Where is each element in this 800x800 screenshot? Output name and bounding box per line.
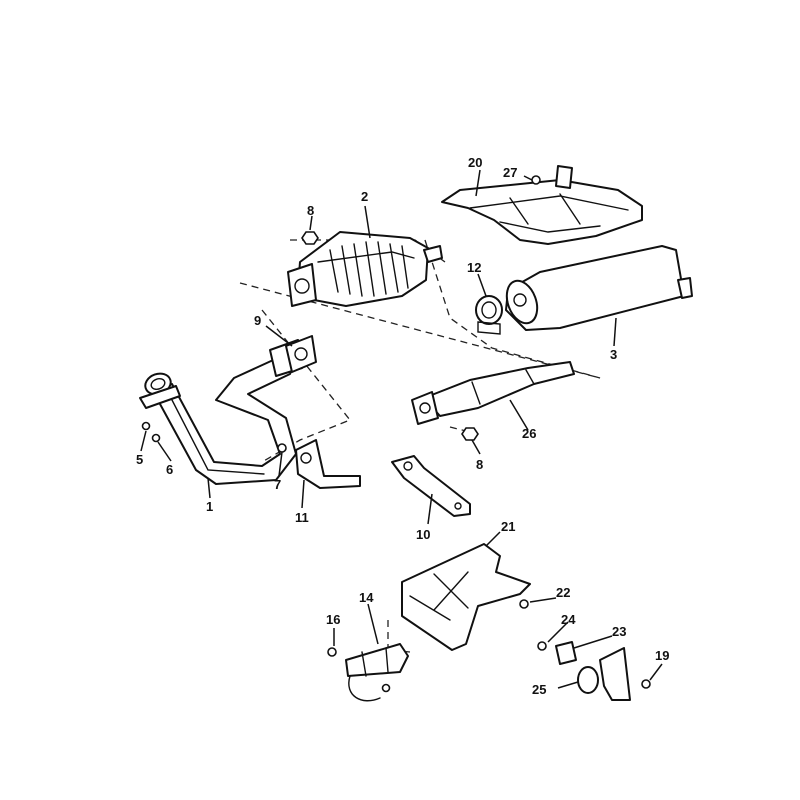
part-10-hanger [391,455,471,517]
callout-14: 14 [359,590,374,605]
nut-6 [151,433,161,443]
part-26-resonator-pipe [411,361,575,425]
stud-5 [141,421,151,431]
part-9-gasket [285,335,317,373]
callout-19: 19 [655,648,669,663]
callout-12: 12 [467,260,481,275]
bolt-bottom [381,683,391,693]
fasteners [141,175,651,693]
callout-6: 6 [166,462,173,477]
callout-3: 3 [610,347,617,362]
callout-26: 26 [522,426,536,441]
nut-16 [327,647,337,657]
nut-24 [537,641,547,651]
nut-8-lower [461,427,479,441]
callout-25: 25 [532,682,546,697]
callout-1: 1 [206,499,213,514]
callout-22: 22 [556,585,570,600]
callout-10: 10 [416,527,430,542]
callout-labels: 1 2 3 5 6 7 8 8 9 10 11 12 14 16 19 20 2… [136,155,669,697]
part-12-clamp [475,295,503,335]
callout-5: 5 [136,452,143,467]
callout-23: 23 [612,624,626,639]
part-lower-bracket [599,647,631,701]
bolt-19 [641,679,651,689]
part-21-skid-plate [401,543,531,651]
part-3-muffler [505,245,693,331]
callout-2: 2 [361,189,368,204]
callout-8-upper: 8 [307,203,314,218]
bolt-7 [277,443,287,453]
part-20-heat-shield [441,165,643,245]
callout-8-lower: 8 [476,457,483,472]
callout-9: 9 [254,313,261,328]
callout-11: 11 [295,510,309,525]
callout-24: 24 [561,612,576,627]
part-14-bracket-assembly [345,643,409,702]
callout-21: 21 [501,519,515,534]
callout-7: 7 [274,477,281,492]
bolt-22 [519,599,529,609]
part-2-catalytic-converter [287,231,443,307]
callout-16: 16 [326,612,340,627]
leader-lines [140,169,663,689]
callout-20: 20 [468,155,482,170]
part-11-bracket [295,439,361,489]
nut-8-upper [301,231,319,245]
part-25-insulator [577,666,599,694]
bolt-27 [531,175,541,185]
part-1-front-exhaust-pipe [139,339,303,485]
callout-27: 27 [503,165,517,180]
part-23-mount [555,641,577,665]
